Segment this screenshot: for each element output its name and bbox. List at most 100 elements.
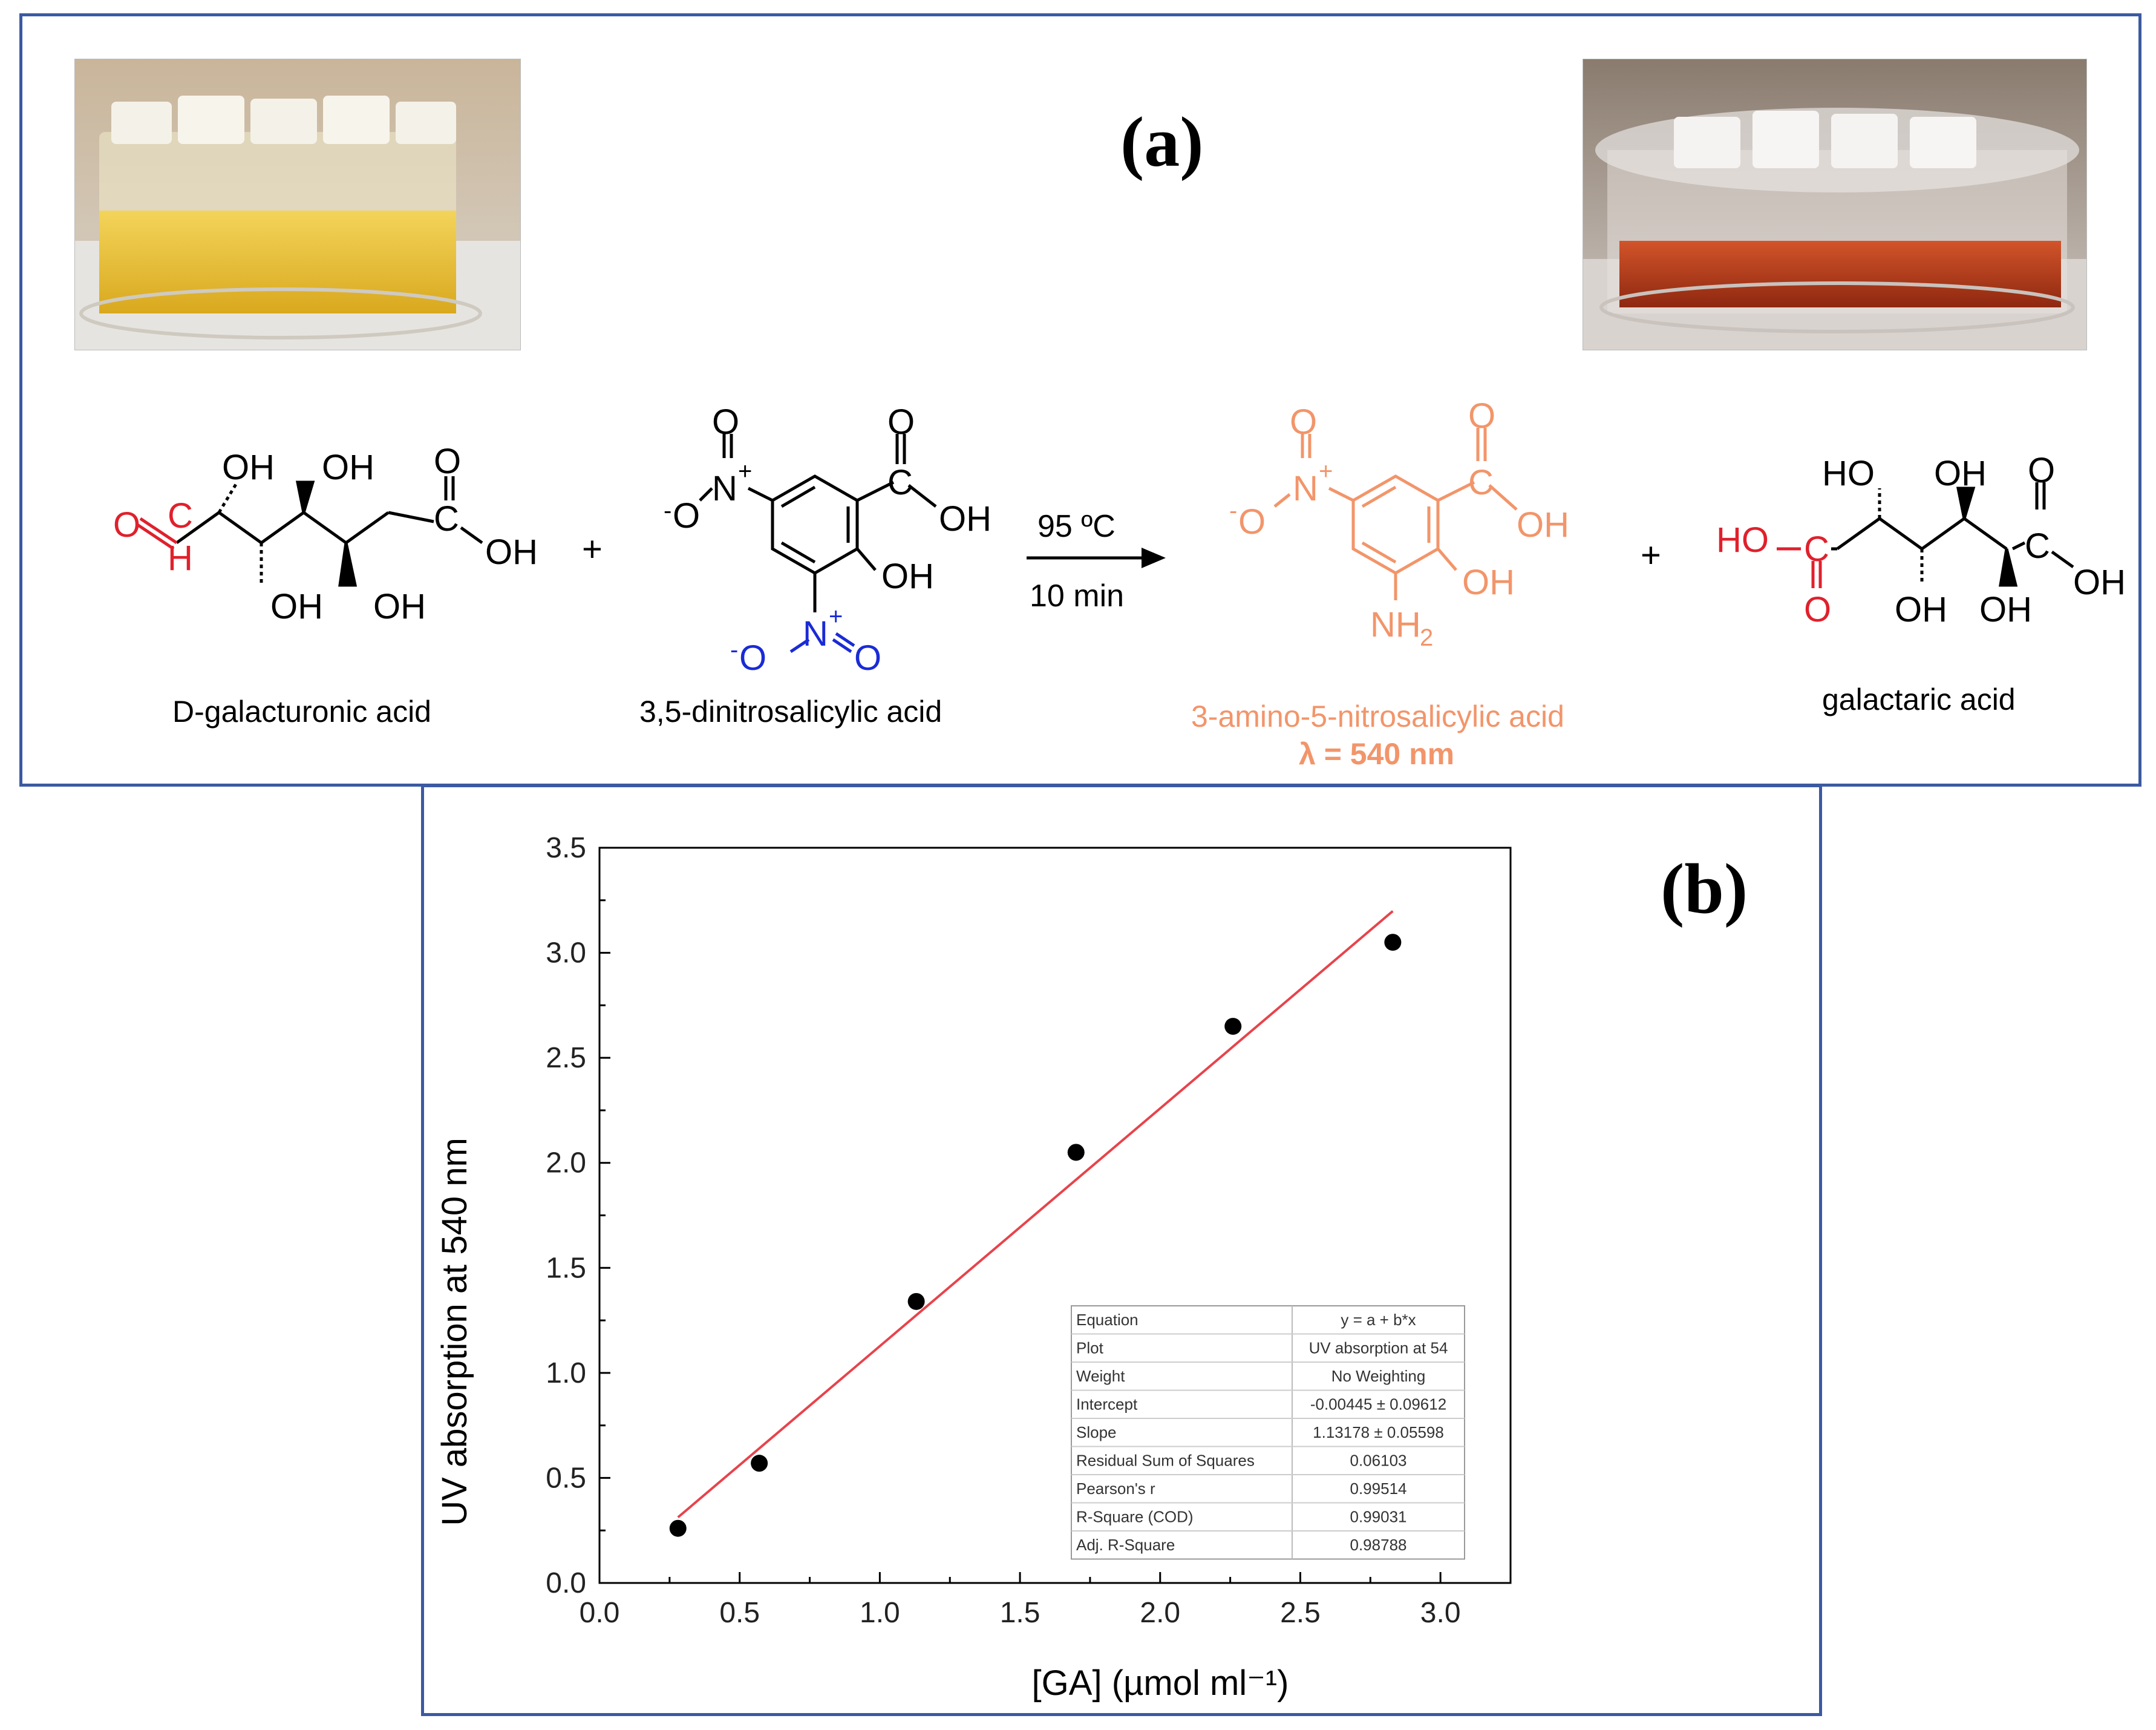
data-point bbox=[907, 1293, 925, 1310]
atom-nh2: NH bbox=[1370, 605, 1421, 644]
fit-table-value: y = a + b*x bbox=[1341, 1311, 1416, 1329]
atom-oh: OH bbox=[1979, 590, 2032, 629]
fit-table-value: -0.00445 ± 0.09612 bbox=[1310, 1395, 1446, 1414]
fit-table-border bbox=[1071, 1305, 1465, 1560]
fit-table-value: 0.06103 bbox=[1350, 1452, 1407, 1470]
atom-o: O bbox=[1804, 590, 1831, 629]
atom-n: N bbox=[803, 614, 828, 654]
data-point bbox=[1224, 1018, 1242, 1035]
fit-table-key: Weight bbox=[1076, 1367, 1125, 1385]
atom-oh: OH bbox=[1934, 454, 1987, 493]
charge-plus: + bbox=[829, 603, 843, 630]
y-tick-label: 1.5 bbox=[546, 1252, 586, 1284]
atom-n: N bbox=[712, 469, 737, 508]
plus-sign-2: + bbox=[1641, 536, 1661, 575]
y-axis-label: UV absorption at 540 nm bbox=[435, 1138, 474, 1526]
fit-table-key: Intercept bbox=[1076, 1395, 1138, 1414]
data-point bbox=[1384, 934, 1402, 951]
d-galacturonic-acid-labels: O C H OH OH OH OH O C OH bbox=[113, 442, 538, 626]
data-point bbox=[669, 1519, 687, 1537]
atom-n: N bbox=[1293, 469, 1318, 508]
atom-h: H bbox=[168, 539, 193, 578]
atom-o: O bbox=[854, 638, 881, 678]
y-tick-label: 2.5 bbox=[546, 1042, 586, 1074]
yellow-vials-photo bbox=[74, 59, 521, 350]
compound-name-galacturonic: D-galacturonic acid bbox=[172, 695, 431, 729]
plus-sign-1: + bbox=[582, 529, 603, 569]
charge-plus: + bbox=[1319, 458, 1333, 485]
fit-table-value: 1.13178 ± 0.05598 bbox=[1313, 1423, 1444, 1441]
charge-minus: - bbox=[730, 637, 738, 663]
atom-o: O bbox=[1238, 502, 1266, 542]
atom-o: O bbox=[2028, 451, 2055, 490]
atom-oh: OH bbox=[322, 448, 374, 487]
atom-c: C bbox=[434, 499, 459, 539]
atom-oh: OH bbox=[270, 587, 323, 626]
atom-oh: OH bbox=[881, 557, 934, 596]
x-tick-label: 0.5 bbox=[719, 1597, 760, 1629]
atom-c: C bbox=[2025, 526, 2050, 566]
compound-name-aminonitrosalicylic: 3-amino-5-nitrosalicylic acid bbox=[1191, 700, 1564, 733]
fit-table-value: 0.99031 bbox=[1350, 1508, 1407, 1526]
linear-fit-line bbox=[677, 910, 1394, 1519]
x-tick-label: 1.0 bbox=[860, 1597, 900, 1629]
fit-table-key: Slope bbox=[1076, 1423, 1117, 1441]
d-galacturonic-acid-structure bbox=[136, 476, 483, 587]
y-tick-label: 0.5 bbox=[546, 1462, 586, 1494]
atom-o: O bbox=[1290, 402, 1317, 442]
atom-c: C bbox=[1468, 463, 1494, 502]
fit-line-group bbox=[677, 910, 1394, 1519]
atom-o: O bbox=[712, 402, 739, 442]
y-tick-label: 3.5 bbox=[546, 832, 586, 864]
red-vials-photo bbox=[1583, 59, 2087, 350]
fit-table-key: Plot bbox=[1076, 1339, 1104, 1357]
galactaric-acid-structure bbox=[1777, 482, 2074, 588]
atom-o: O bbox=[887, 402, 915, 442]
atom-c: C bbox=[168, 496, 193, 536]
reaction-scheme: O C H OH OH OH OH O C OH + bbox=[113, 396, 2126, 678]
fit-table-value: UV absorption at 54 bbox=[1309, 1339, 1448, 1357]
panel-b-label: (b) bbox=[1661, 849, 1748, 928]
dinitrosalicylic-acid-structure bbox=[699, 434, 937, 654]
fit-table-key: R-Square (COD) bbox=[1076, 1508, 1194, 1526]
data-point bbox=[1067, 1144, 1085, 1161]
atom-oh: OH bbox=[2073, 563, 2126, 602]
atom-o: O bbox=[739, 638, 766, 678]
subscript-2: 2 bbox=[1420, 624, 1433, 651]
reaction-time: 10 min bbox=[1030, 578, 1124, 614]
compound-name-dinitrosalicylic: 3,5-dinitrosalicylic acid bbox=[639, 695, 942, 729]
reaction-temperature: 95 ºC bbox=[1037, 509, 1116, 544]
panel-a-label: (a) bbox=[1120, 102, 1204, 182]
atom-o: O bbox=[1468, 396, 1495, 436]
atom-oh: OH bbox=[1895, 590, 1947, 629]
fit-table-value: No Weighting bbox=[1331, 1367, 1426, 1385]
aminonitrosalicylic-acid-structure bbox=[1273, 428, 1518, 600]
y-tick-label: 0.0 bbox=[546, 1567, 586, 1599]
atom-oh: OH bbox=[485, 532, 538, 572]
charge-minus: - bbox=[664, 497, 671, 524]
aminonitrosalicylic-acid-labels: O N + - O O C OH OH NH 2 bbox=[1229, 396, 1569, 651]
x-tick-label: 3.0 bbox=[1420, 1597, 1461, 1629]
atom-oh: OH bbox=[373, 587, 426, 626]
fit-table-value: 0.99514 bbox=[1350, 1479, 1407, 1498]
x-tick-label: 2.0 bbox=[1140, 1597, 1180, 1629]
atom-o: O bbox=[434, 442, 461, 481]
reaction-arrow bbox=[1027, 548, 1166, 568]
atom-oh: OH bbox=[222, 448, 275, 487]
dinitrosalicylic-acid-labels: O N + - O O C OH OH N + - O O bbox=[664, 402, 991, 678]
atom-c: C bbox=[887, 463, 913, 502]
charge-minus: - bbox=[1229, 497, 1237, 524]
atom-o: O bbox=[673, 496, 700, 536]
x-tick-label: 2.5 bbox=[1280, 1597, 1321, 1629]
atom-ho: HO bbox=[1822, 454, 1875, 493]
y-tick-label: 2.0 bbox=[546, 1147, 586, 1179]
wavelength-note: λ = 540 nm bbox=[1299, 737, 1455, 771]
y-tick-label: 3.0 bbox=[546, 937, 586, 969]
x-tick-label: 1.5 bbox=[1000, 1597, 1040, 1629]
x-tick-label: 0.0 bbox=[580, 1597, 620, 1629]
data-points bbox=[669, 934, 1402, 1537]
